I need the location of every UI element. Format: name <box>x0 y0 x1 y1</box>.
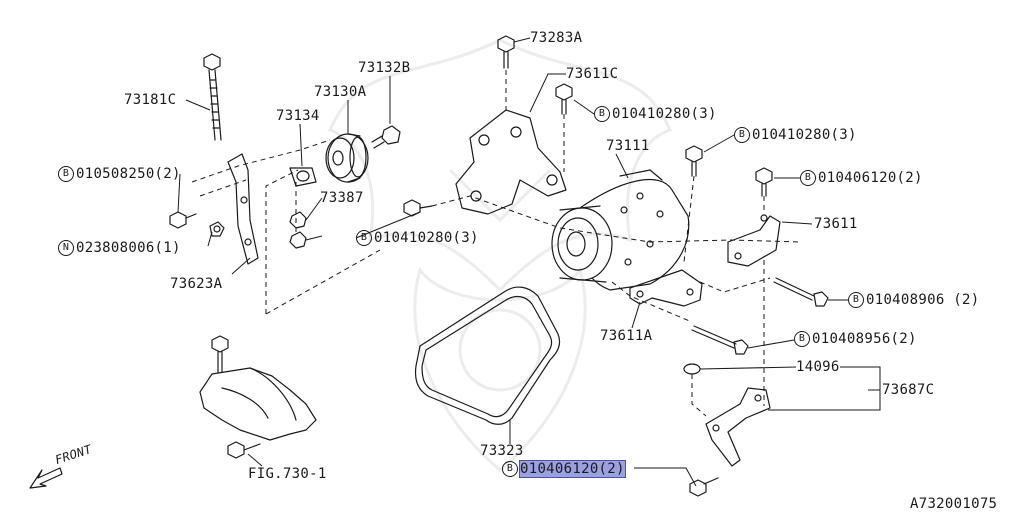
bolt-010408956 <box>691 325 749 355</box>
callout-010410280-b: B 010410280(3) <box>734 127 857 143</box>
idler-pulley-73130A <box>325 133 369 183</box>
bolt-010406120-bottom <box>689 477 719 497</box>
callout-023808006: N 023808006(1) <box>58 240 181 256</box>
bolt-010508250 <box>169 211 197 229</box>
callout-code: 010410280(3) <box>374 230 479 246</box>
callout-marker: B <box>594 106 610 122</box>
callout-marker: N <box>58 240 74 256</box>
callout-code: 023808006(1) <box>76 240 181 256</box>
callout-marker: B <box>800 170 816 186</box>
bracket-73611A <box>629 269 703 307</box>
watermark-emblem <box>327 38 673 472</box>
label-73687C: 73687C <box>882 382 935 398</box>
callout-code: 010408906 (2) <box>866 292 980 308</box>
bracket-73611C <box>455 109 567 215</box>
callout-code: 010410280(3) <box>752 127 857 143</box>
label-73130A: 73130A <box>314 84 367 100</box>
leader-lines <box>177 37 881 487</box>
callout-marker: B <box>502 461 518 477</box>
belt-cover-fig730-1 <box>199 335 317 459</box>
label-73132B: 73132B <box>358 60 411 76</box>
callout-marker: B <box>734 127 750 143</box>
bolt-010406120-top <box>755 167 773 197</box>
alignment-lines <box>191 70 801 417</box>
bracket-73611 <box>727 214 781 267</box>
callout-010508250: B 010508250(2) <box>58 166 181 182</box>
callout-marker: B <box>848 292 864 308</box>
adjuster-73134 <box>289 167 317 187</box>
callout-code: 010408956(2) <box>812 331 917 347</box>
drive-belt-73323 <box>414 286 561 425</box>
callout-010410280-c: B 010410280(3) <box>356 230 479 246</box>
callout-marker: B <box>58 166 74 182</box>
bracket-73687C <box>683 363 771 467</box>
callout-010406120-top: B 010406120(2) <box>800 170 923 186</box>
label-73283A: 73283A <box>530 30 583 46</box>
label-73134: 73134 <box>276 108 320 124</box>
nuts-73387 <box>289 211 307 249</box>
highlighted-part-code[interactable]: 010406120(2) <box>519 460 626 478</box>
label-73181C: 73181C <box>124 92 177 108</box>
label-73623A: 73623A <box>170 276 223 292</box>
callout-010406120-bottom[interactable]: B 010406120(2) <box>502 460 626 478</box>
callout-010408906: B 010408906 (2) <box>848 292 979 308</box>
callout-code: 010508250(2) <box>76 166 181 182</box>
callout-marker: B <box>356 230 372 246</box>
bolt-010410280-c <box>403 199 433 217</box>
bolt-73283A <box>497 35 515 69</box>
nut-023808006 <box>209 221 225 237</box>
callout-code: 010410280(3) <box>612 106 717 122</box>
label-73611C: 73611C <box>566 66 619 82</box>
callout-marker: B <box>794 331 810 347</box>
front-arrow-icon <box>29 467 63 489</box>
bracket-73623A <box>227 153 259 265</box>
label-73611A: 73611A <box>600 328 653 344</box>
bolt-73132B <box>371 125 401 149</box>
callout-010408956: B 010408956(2) <box>794 331 917 347</box>
bolt-010410280-b <box>685 145 703 177</box>
label-73611: 73611 <box>814 216 858 232</box>
label-73323: 73323 <box>480 443 524 459</box>
diagram-reference-id: A732001075 <box>910 496 998 512</box>
label-fig730-1: FIG.730-1 <box>248 466 327 482</box>
bolt-010408906 <box>773 277 829 307</box>
bolt-010410280-a <box>555 83 573 115</box>
label-73111: 73111 <box>606 138 650 154</box>
callout-010410280-a: B 010410280(3) <box>594 106 717 122</box>
callout-code: 010406120(2) <box>818 170 923 186</box>
long-bolt-73181C <box>203 53 222 141</box>
label-73387: 73387 <box>320 190 364 206</box>
label-14096: 14096 <box>796 359 840 375</box>
